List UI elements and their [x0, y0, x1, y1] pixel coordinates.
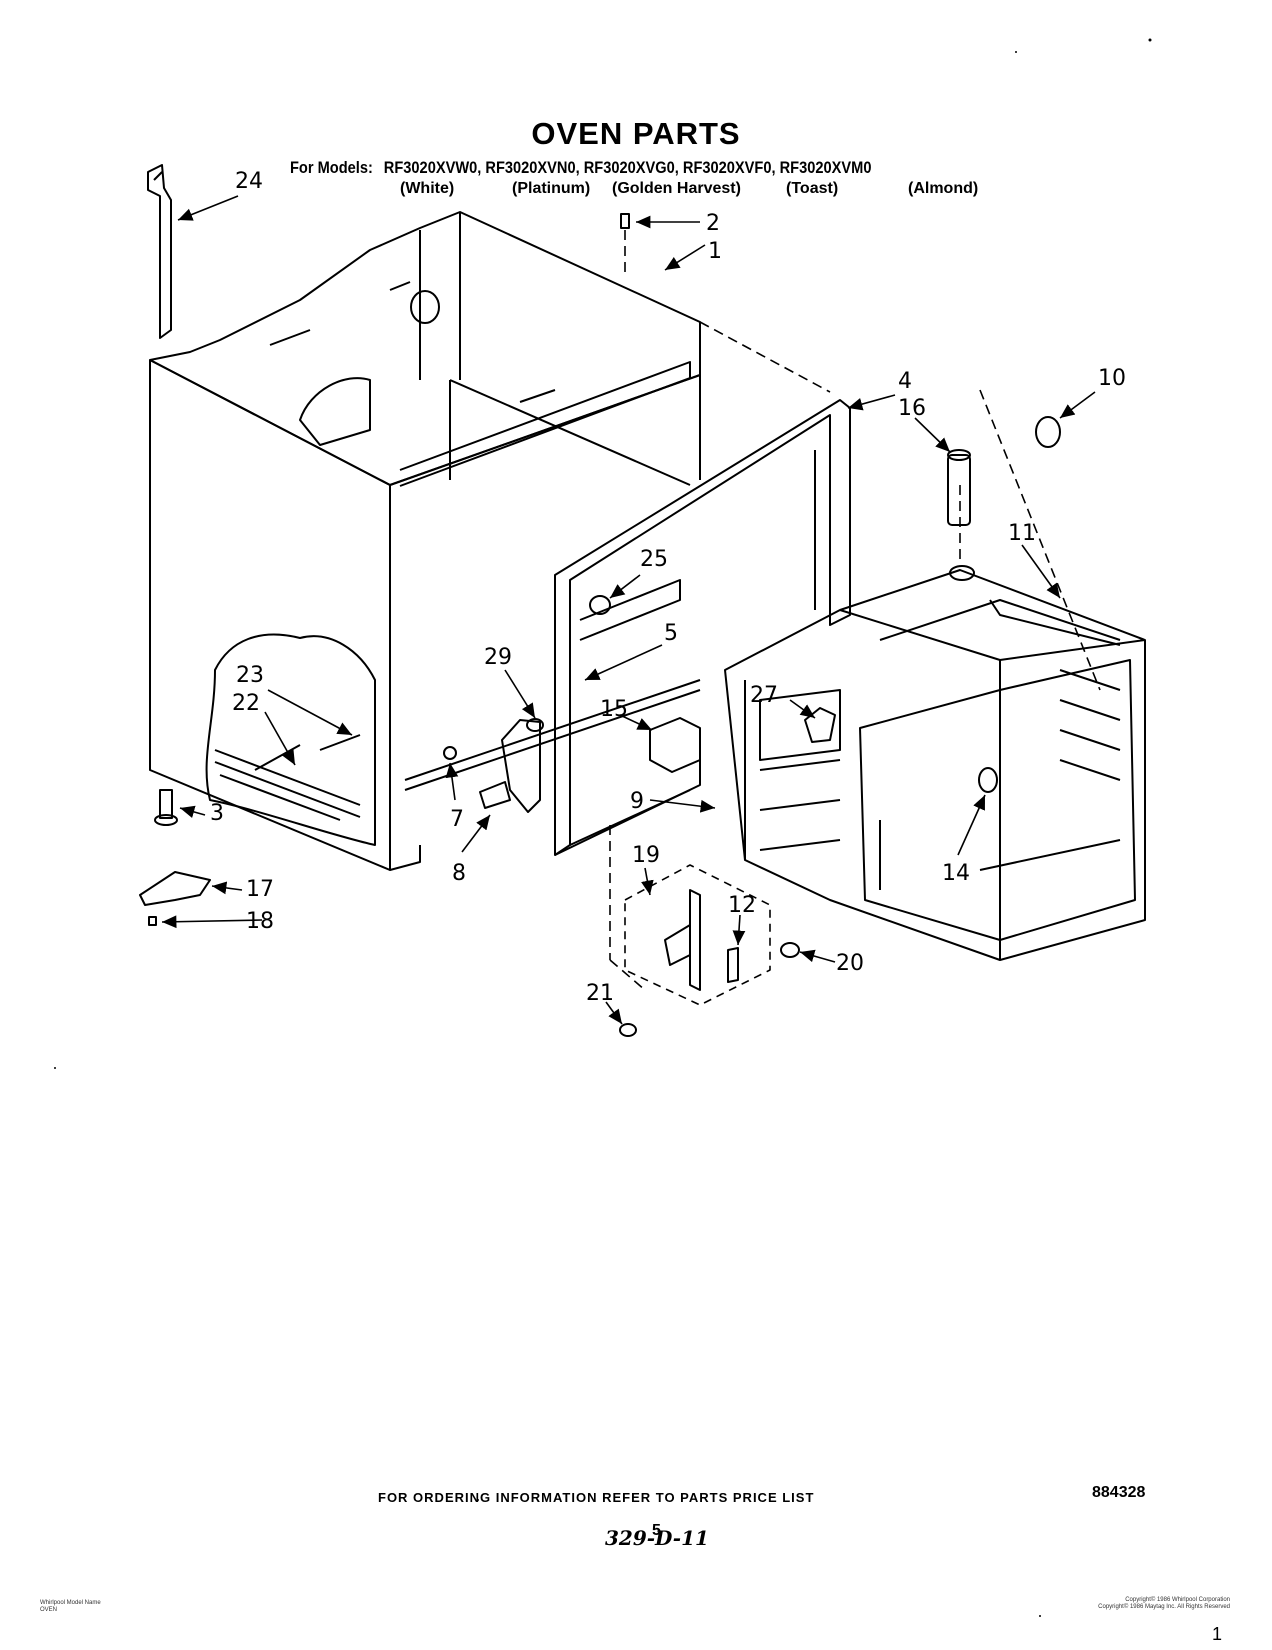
callout-5: 5	[664, 621, 678, 646]
model-platinum: RF3020XVN0,	[485, 158, 580, 177]
assembly-dashed-lines	[609, 230, 1101, 991]
callout-9: 9	[630, 789, 644, 814]
callout-25: 25	[640, 547, 668, 572]
model-toast: RF3020XVF0,	[682, 158, 776, 177]
part-29-hinge-assembly	[479, 718, 544, 813]
callout-21: 21	[586, 981, 614, 1006]
callout-29: 29	[484, 645, 512, 670]
part-24-trim-strip	[147, 164, 172, 339]
part-3-leveling-leg	[154, 789, 178, 826]
part-27-latch	[804, 707, 836, 743]
part-2-screw	[620, 213, 630, 229]
callout-16: 16	[898, 396, 926, 421]
bottom-left-line-1: Whirlpool Model Name	[40, 1600, 101, 1606]
handwritten-code: 329-D-11	[605, 1526, 709, 1550]
models-line: For Models: RF3020XVW0, RF3020XVN0, RF30…	[290, 158, 871, 178]
copyright-line-1: Copyright© 1986 Whirlpool Corporation	[1125, 1597, 1230, 1603]
bottom-left-note: Whirlpool Model Name OVEN	[40, 1600, 101, 1614]
part-17-bracket	[139, 871, 211, 906]
callout-1: 1	[708, 239, 722, 264]
callout-23: 23	[236, 663, 264, 688]
color-almond: (Almond)	[908, 180, 979, 197]
callout-2: 2	[706, 211, 720, 236]
leader-arrows	[161, 195, 1096, 1025]
part-10-plug	[1035, 416, 1061, 448]
copyright-line-2: Copyright© 1986 Maytag Inc. All Rights R…	[1098, 1604, 1230, 1610]
speck	[1015, 51, 1017, 53]
part-21-nut	[619, 1023, 637, 1037]
part-7-nut	[443, 746, 457, 760]
part-16-probe	[947, 449, 975, 581]
callout-22: 22	[232, 691, 260, 716]
callout-24: 24	[235, 169, 263, 194]
callout-20: 20	[836, 951, 864, 976]
speck	[477, 1499, 479, 1501]
part-18-screw	[148, 916, 157, 926]
model-almond: RF3020XVM0	[779, 158, 872, 177]
part-15-bracket	[649, 717, 701, 773]
callout-15: 15	[600, 697, 628, 722]
part-14-light-lens	[978, 767, 998, 793]
callout-8: 8	[452, 861, 466, 886]
page-title: OVEN PARTS	[531, 116, 741, 151]
callout-10: 10	[1098, 366, 1126, 391]
color-platinum: (Platinum)	[512, 180, 591, 197]
color-toast: (Toast)	[786, 180, 839, 197]
bottom-left-line-2: OVEN	[40, 1607, 58, 1613]
color-golden-harvest: (Golden Harvest)	[612, 180, 741, 197]
model-golden-harvest: RF3020XVG0,	[583, 158, 679, 177]
part-20-screw	[780, 942, 800, 958]
part-9-oven-liner	[724, 569, 1146, 961]
speck	[54, 1067, 56, 1069]
ordering-info: FOR ORDERING INFORMATION REFER TO PARTS …	[378, 1490, 815, 1505]
callout-17: 17	[246, 877, 274, 902]
speck	[1148, 38, 1152, 42]
models-prefix: For Models:	[290, 158, 373, 177]
copyright-block: Copyright© 1986 Whirlpool Corporation Co…	[1030, 1597, 1230, 1611]
model-white: RF3020XVW0,	[383, 158, 482, 177]
corner-mark: 1	[1212, 1624, 1223, 1644]
part-4-front-frame	[554, 399, 851, 856]
callout-27: 27	[750, 683, 778, 708]
page-number: 5	[652, 1522, 661, 1539]
doc-number: 884328	[1092, 1484, 1146, 1501]
color-white: (White)	[400, 180, 455, 197]
speck	[1039, 1615, 1041, 1617]
callout-11: 11	[1008, 521, 1036, 546]
callout-14: 14	[942, 861, 970, 886]
callout-19: 19	[632, 843, 660, 868]
part-1-cabinet	[149, 211, 701, 871]
callout-3: 3	[210, 801, 224, 826]
part-19-latch-assembly	[624, 864, 771, 1006]
callout-18: 18	[246, 909, 274, 934]
callout-7: 7	[450, 807, 464, 832]
callout-12: 12	[728, 893, 756, 918]
callout-4: 4	[898, 369, 912, 394]
